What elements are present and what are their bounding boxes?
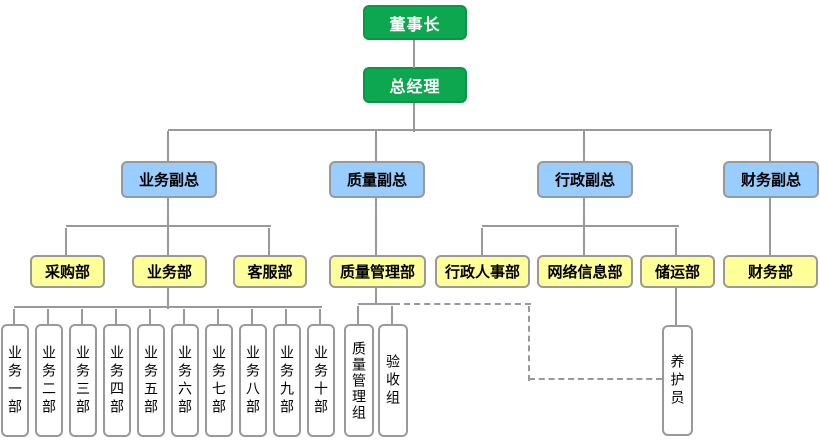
connector-line <box>481 228 483 255</box>
connector-line <box>391 306 393 324</box>
node-business-unit-1[interactable]: 业务一部 <box>1 324 29 437</box>
dashed-connector-line <box>394 303 531 305</box>
node-dept-customer-service[interactable]: 客服部 <box>233 255 307 288</box>
node-business-unit-10[interactable]: 业务十部 <box>307 324 335 437</box>
connector-line <box>375 288 377 305</box>
connector-line <box>375 198 377 255</box>
dashed-connector-line <box>528 306 530 381</box>
connector-line <box>14 306 322 308</box>
node-business-unit-4[interactable]: 业务四部 <box>103 324 131 437</box>
connector-line <box>358 303 394 305</box>
dashed-connector-line <box>529 378 662 380</box>
connector-line <box>375 131 377 161</box>
node-business-unit-2[interactable]: 业务二部 <box>35 324 63 437</box>
connector-line <box>285 309 287 324</box>
connector-line <box>675 288 677 325</box>
connector-line <box>482 225 679 227</box>
connector-line <box>47 309 49 324</box>
node-business-unit-7[interactable]: 业务七部 <box>205 324 233 437</box>
node-quality-mgmt-group[interactable]: 质量管理组 <box>344 324 374 437</box>
connector-line <box>168 129 772 131</box>
node-general-manager[interactable]: 总经理 <box>363 67 467 103</box>
connector-line <box>167 288 169 309</box>
connector-line <box>319 309 321 324</box>
connector-line <box>81 309 83 324</box>
node-business-unit-6[interactable]: 业务六部 <box>171 324 199 437</box>
node-vp-business[interactable]: 业务副总 <box>121 161 217 198</box>
connector-line <box>675 228 677 255</box>
connector-line <box>251 309 253 324</box>
node-business-unit-8[interactable]: 业务八部 <box>239 324 267 437</box>
connector-line <box>66 225 271 227</box>
connector-line <box>268 228 270 255</box>
connector-line <box>115 309 117 324</box>
node-dept-purchasing[interactable]: 采购部 <box>30 255 105 288</box>
connector-line <box>167 131 169 161</box>
connector-line <box>769 131 771 161</box>
connector-line <box>357 306 359 324</box>
connector-line <box>769 198 771 255</box>
node-business-unit-5[interactable]: 业务五部 <box>137 324 165 437</box>
connector-line <box>583 131 585 161</box>
node-vp-admin[interactable]: 行政副总 <box>537 161 633 198</box>
node-vp-finance[interactable]: 财务副总 <box>723 161 819 198</box>
node-dept-finance[interactable]: 财务部 <box>723 255 818 288</box>
connector-line <box>413 103 415 132</box>
connector-line <box>413 40 415 68</box>
node-acceptance-group[interactable]: 验收组 <box>378 324 408 437</box>
connector-line <box>217 309 219 324</box>
connector-line <box>149 309 151 324</box>
node-dept-business[interactable]: 业务部 <box>132 255 207 288</box>
connector-line <box>65 228 67 255</box>
node-chairman[interactable]: 董事长 <box>363 5 467 40</box>
node-business-unit-3[interactable]: 业务三部 <box>69 324 97 437</box>
node-dept-quality-management[interactable]: 质量管理部 <box>329 255 426 288</box>
node-maintenance-staff[interactable]: 养护员 <box>662 325 693 436</box>
node-dept-admin-hr[interactable]: 行政人事部 <box>435 255 530 288</box>
node-dept-network-info[interactable]: 网络信息部 <box>537 255 633 288</box>
connector-line <box>183 309 185 324</box>
connector-line <box>13 309 15 324</box>
node-business-unit-9[interactable]: 业务九部 <box>273 324 301 437</box>
node-dept-storage-transport[interactable]: 储运部 <box>640 255 715 288</box>
node-vp-quality[interactable]: 质量副总 <box>329 161 425 198</box>
